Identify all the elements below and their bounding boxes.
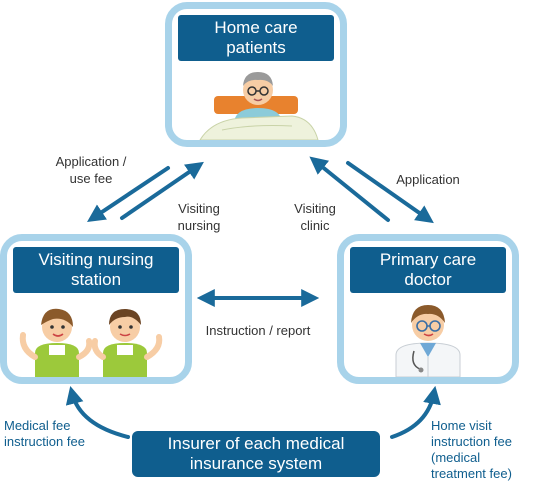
insurer-box: Insurer of each medical insurance system xyxy=(132,431,380,477)
arrow-application xyxy=(346,161,434,224)
label-home-visit-fee: Home visit instruction fee (medical trea… xyxy=(431,418,512,481)
label-visiting-nursing: Visiting nursing xyxy=(177,201,221,233)
label-visiting-clinic: Visiting clinic xyxy=(294,201,336,233)
arrow-application-use-fee xyxy=(87,166,170,222)
visiting-nursing-station-title: Visiting nursing station xyxy=(13,247,179,293)
label-instruction-report: Instruction / report xyxy=(205,323,311,338)
visiting-nursing-station-card: Visiting nursing station xyxy=(0,234,192,384)
doctor-illustration xyxy=(395,305,461,377)
arrow-home-visit-fee xyxy=(390,385,441,439)
label-application-use-fee: Application / use fee xyxy=(55,154,127,186)
primary-care-doctor-card: Primary care doctor xyxy=(337,234,519,384)
primary-care-doctor-title: Primary care doctor xyxy=(350,247,506,293)
home-care-patients-card: Home care patients xyxy=(165,2,347,147)
label-application: Application xyxy=(396,172,460,187)
nurses-illustration xyxy=(19,308,163,377)
arrow-visiting-nursing xyxy=(120,161,204,220)
home-care-patients-title: Home care patients xyxy=(178,15,334,61)
arrow-visiting-clinic xyxy=(309,156,390,222)
arrow-medical-fee xyxy=(65,386,130,439)
label-medical-fee: Medical fee instruction fee xyxy=(4,418,85,449)
patient-in-bed-illustration xyxy=(199,72,319,140)
